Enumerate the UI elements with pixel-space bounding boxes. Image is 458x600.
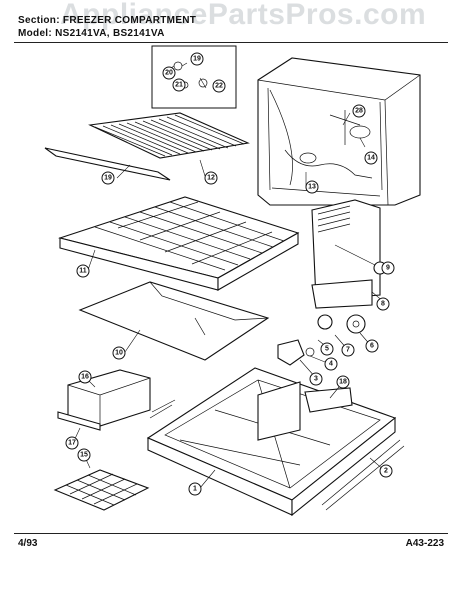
fan-bracket bbox=[317, 314, 333, 330]
callout-8: 8 bbox=[376, 297, 390, 311]
svg-text:9: 9 bbox=[386, 265, 390, 272]
bin-rail bbox=[57, 411, 101, 431]
svg-text:5: 5 bbox=[325, 346, 329, 353]
freezer-liner bbox=[146, 367, 397, 517]
callout-3: 3 bbox=[309, 372, 323, 386]
callout-14: 14 bbox=[364, 151, 378, 165]
ice-tray bbox=[53, 469, 150, 511]
svg-text:21: 21 bbox=[175, 82, 183, 89]
callout-2: 2 bbox=[379, 464, 393, 478]
callout-13: 13 bbox=[305, 180, 319, 194]
svg-text:16: 16 bbox=[81, 374, 89, 381]
svg-text:18: 18 bbox=[339, 379, 347, 386]
svg-text:11: 11 bbox=[79, 268, 87, 275]
callout-28: 28 bbox=[352, 104, 366, 118]
trim-strip bbox=[149, 399, 405, 511]
callout-4: 4 bbox=[324, 357, 338, 371]
svg-text:7: 7 bbox=[346, 347, 350, 354]
callout-6: 6 bbox=[365, 339, 379, 353]
callout-18: 18 bbox=[336, 375, 350, 389]
callout-7: 7 bbox=[341, 343, 355, 357]
callout-12: 12 bbox=[204, 171, 218, 185]
freezer-shelf bbox=[58, 196, 300, 291]
svg-text:22: 22 bbox=[215, 83, 223, 90]
callout-15: 15 bbox=[77, 448, 91, 462]
callout-20: 19 bbox=[190, 52, 204, 66]
callout-5: 5 bbox=[320, 342, 334, 356]
insulation-pad bbox=[78, 281, 270, 361]
svg-text:1: 1 bbox=[193, 486, 197, 493]
callout-21: 20 bbox=[162, 66, 176, 80]
callout-23: 22 bbox=[212, 79, 226, 93]
svg-text:28: 28 bbox=[355, 108, 363, 115]
wire-shelf bbox=[88, 112, 250, 159]
callout-22: 21 bbox=[172, 78, 186, 92]
evaporator-cover bbox=[311, 199, 381, 309]
svg-text:12: 12 bbox=[207, 175, 215, 182]
svg-text:14: 14 bbox=[367, 155, 375, 162]
svg-text:6: 6 bbox=[370, 343, 374, 350]
freezer-cabinet bbox=[257, 57, 421, 206]
callout-1: 1 bbox=[188, 482, 202, 496]
model-title: Model: NS2141VA, BS2141VA bbox=[18, 28, 165, 39]
svg-text:4: 4 bbox=[329, 361, 333, 368]
fan-motor bbox=[277, 339, 305, 366]
svg-text:17: 17 bbox=[68, 440, 76, 447]
svg-text:19: 19 bbox=[193, 56, 201, 63]
callout-19: 19 bbox=[101, 171, 115, 185]
callout-11: 11 bbox=[76, 264, 90, 278]
callout-9: 9 bbox=[381, 261, 395, 275]
svg-text:3: 3 bbox=[314, 376, 318, 383]
callout-10: 10 bbox=[112, 346, 126, 360]
svg-text:13: 13 bbox=[308, 184, 316, 191]
revision-date: 4/93 bbox=[18, 538, 38, 549]
footer-divider bbox=[14, 533, 448, 534]
svg-text:19: 19 bbox=[104, 175, 112, 182]
fan-blade bbox=[346, 314, 366, 334]
header-divider bbox=[14, 42, 448, 43]
callout-16: 16 bbox=[78, 370, 92, 384]
svg-text:15: 15 bbox=[80, 452, 88, 459]
svg-text:20: 20 bbox=[165, 70, 173, 77]
svg-text:10: 10 bbox=[115, 350, 123, 357]
watermark-logo: AppliancePartsPros.com bbox=[60, 0, 427, 31]
section-title: Section: FREEZER COMPARTMENT bbox=[18, 15, 197, 26]
diagram-code: A43-223 bbox=[405, 538, 444, 549]
svg-text:8: 8 bbox=[381, 301, 385, 308]
callout-17: 17 bbox=[65, 436, 79, 450]
svg-text:2: 2 bbox=[384, 468, 388, 475]
shelf-support-bar bbox=[44, 147, 171, 181]
